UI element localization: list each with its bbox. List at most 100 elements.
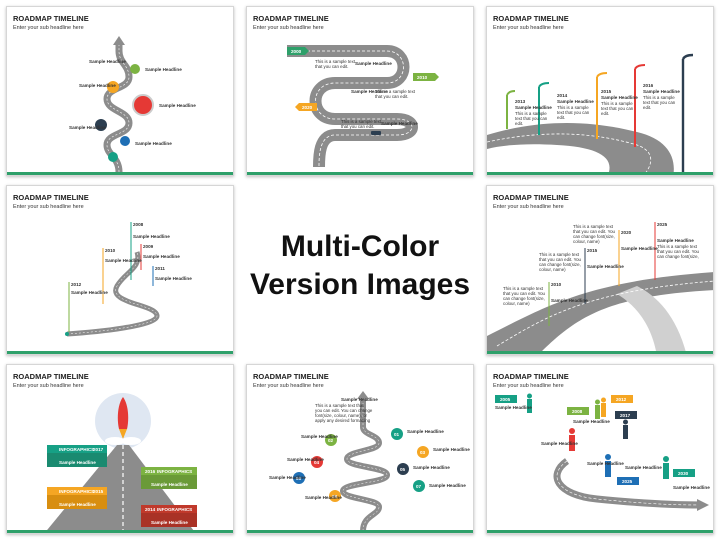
- step-05: 05: [400, 467, 406, 472]
- year-2015: 2015: [587, 248, 598, 253]
- slide-thumbnail-1[interactable]: ROADMAP TIMELINE Enter your sub headline…: [6, 6, 234, 176]
- svg-text:This is a sample text: This is a sample text: [573, 224, 614, 229]
- year-2013: 2013: [515, 99, 526, 104]
- svg-text:that you can edit. You: that you can edit. You: [539, 257, 582, 262]
- svg-text:that you can edit. You: that you can edit. You: [573, 229, 616, 234]
- milestone-road-graphic: 2012 Sample Headline 2010 Sample Headlin…: [65, 222, 192, 337]
- year-2010: 2010: [551, 282, 562, 287]
- svg-text:text that you can: text that you can: [643, 100, 676, 105]
- svg-text:Sample Headline: Sample Headline: [673, 485, 710, 490]
- svg-text:Sample Headline: Sample Headline: [133, 234, 170, 239]
- slide-title: ROADMAP TIMELINE: [493, 372, 569, 381]
- svg-text:can change font(size,: can change font(size,: [573, 234, 615, 239]
- svg-text:Sample Headline: Sample Headline: [625, 465, 662, 470]
- svg-text:text that you can: text that you can: [557, 110, 590, 115]
- year-2005: 2005: [500, 397, 511, 402]
- svg-text:that you can edit.: that you can edit.: [375, 94, 408, 99]
- slide-thumbnail-5[interactable]: ROADMAP TIMELINE Enter your sub headline…: [486, 185, 714, 355]
- svg-text:that you can edit. You: that you can edit. You: [503, 291, 546, 296]
- year-2014: 2014: [557, 93, 568, 98]
- svg-text:This is a sample text: This is a sample text: [539, 252, 580, 257]
- svg-text:Sample Headline: Sample Headline: [587, 461, 624, 466]
- svg-text:Sample Headline: Sample Headline: [381, 121, 418, 126]
- numbered-winding-road-graphic: Sample Headline This is a sample text th…: [269, 391, 470, 532]
- label-4: Sample Headline: [159, 103, 196, 108]
- step-02: 02: [328, 438, 334, 443]
- year-2017: 2017: [620, 413, 631, 418]
- svg-text:Sample Headline: Sample Headline: [643, 89, 680, 94]
- svg-text:edit.: edit.: [515, 121, 523, 126]
- svg-text:This is a sample: This is a sample: [557, 105, 589, 110]
- year-2020: 2020: [302, 105, 313, 110]
- accent-bar: [7, 172, 233, 175]
- svg-text:Sample Headline: Sample Headline: [551, 298, 588, 303]
- svg-text:colour, name): colour, name): [573, 239, 600, 244]
- svg-text:that you can edit.: that you can edit.: [341, 124, 374, 129]
- badge-2016: INFOGRAPHICS: [157, 469, 192, 474]
- svg-text:text that you can: text that you can: [601, 106, 634, 111]
- svg-text:2014: 2014: [145, 507, 156, 512]
- slide-thumbnail-4[interactable]: ROADMAP TIMELINE Enter your sub headline…: [6, 185, 234, 355]
- slide-thumbnail-2[interactable]: ROADMAP TIMELINE Enter your sub headline…: [246, 6, 474, 176]
- accent-bar: [7, 530, 233, 533]
- svg-text:This is a sample text: This is a sample text: [341, 119, 382, 124]
- svg-text:apply any desired formatting: apply any desired formatting: [315, 418, 371, 423]
- slide-title: ROADMAP TIMELINE: [13, 193, 89, 202]
- slide-subtitle: Enter your sub headline here: [493, 204, 564, 210]
- year-2025: 2025: [657, 222, 668, 227]
- center-heading: Multi-Color Version Images: [246, 228, 474, 304]
- svg-text:colour, name): colour, name): [539, 267, 566, 272]
- label-3: Sample Headline: [79, 83, 116, 88]
- svg-text:Sample Headline: Sample Headline: [407, 429, 444, 434]
- svg-text:Sample Headline: Sample Headline: [351, 89, 388, 94]
- year-2025: 2025: [622, 479, 633, 484]
- slide-title: ROADMAP TIMELINE: [493, 193, 569, 202]
- svg-text:This is a sample text: This is a sample text: [657, 244, 698, 249]
- svg-text:you can edit. You can change: you can edit. You can change: [315, 408, 373, 413]
- slide-subtitle: Enter your sub headline here: [253, 383, 324, 389]
- year-2012: 2012: [616, 397, 627, 402]
- slide-title: ROADMAP TIMELINE: [253, 372, 329, 381]
- svg-text:Sample Headline: Sample Headline: [515, 105, 552, 110]
- slide-subtitle: Enter your sub headline here: [13, 383, 84, 389]
- slide-title: ROADMAP TIMELINE: [493, 14, 569, 23]
- slide-thumbnail-3[interactable]: ROADMAP TIMELINE Enter your sub headline…: [486, 6, 714, 176]
- svg-text:Sample Headline: Sample Headline: [541, 441, 578, 446]
- svg-text:This is a sample text: This is a sample text: [503, 286, 544, 291]
- year-2020: 2020: [621, 230, 632, 235]
- year-2016: 2016: [643, 83, 654, 88]
- slide-thumbnail-9[interactable]: ROADMAP TIMELINE Enter your sub headline…: [486, 364, 714, 534]
- year-2000: 2000: [291, 49, 302, 54]
- year-2010: 2010: [417, 75, 428, 80]
- winding-road-graphic: Sample Headline Sample Headline Sample H…: [69, 36, 196, 173]
- svg-text:Sample Headline: Sample Headline: [355, 61, 392, 66]
- svg-text:2017: 2017: [93, 447, 104, 452]
- svg-text:Sample Headline: Sample Headline: [301, 434, 338, 439]
- svg-text:Sample Headline: Sample Headline: [557, 99, 594, 104]
- accent-bar: [247, 530, 473, 533]
- svg-text:This is a sample: This is a sample: [601, 101, 633, 106]
- rocket-road-graphic: INFOGRAPHICS 2017 Sample Headline 2016 I…: [44, 393, 197, 533]
- svg-text:that you can edit.: that you can edit.: [315, 64, 348, 69]
- svg-text:can change font(size,: can change font(size,: [657, 254, 699, 259]
- year-2008: 2008: [572, 409, 583, 414]
- svg-text:edit.: edit.: [643, 105, 651, 110]
- accent-bar: [487, 172, 713, 175]
- svg-text:Sample Headline: Sample Headline: [105, 258, 142, 263]
- svg-text:can change font(size,: can change font(size,: [503, 296, 545, 301]
- svg-text:that you can edit. You: that you can edit. You: [657, 249, 700, 254]
- lamppost-road-graphic: 2013 Sample Headline This is a sample te…: [487, 53, 694, 175]
- label-1: Sample Headline: [89, 59, 126, 64]
- svg-text:Sample Headline: Sample Headline: [151, 520, 188, 525]
- svg-text:Sample Headline: Sample Headline: [269, 475, 306, 480]
- slide-thumbnail-8[interactable]: ROADMAP TIMELINE Enter your sub headline…: [246, 364, 474, 534]
- year-2030: 2030: [678, 471, 689, 476]
- svg-text:Sample Headline: Sample Headline: [305, 495, 342, 500]
- accent-bar: [487, 530, 713, 533]
- year-2010: 2010: [105, 248, 116, 253]
- accent-bar: [7, 351, 233, 354]
- svg-text:Sample Headline: Sample Headline: [59, 502, 96, 507]
- svg-text:Sample Headline: Sample Headline: [151, 482, 188, 487]
- slide-thumbnail-7[interactable]: ROADMAP TIMELINE Enter your sub headline…: [6, 364, 234, 534]
- step-08: 08: [332, 494, 338, 499]
